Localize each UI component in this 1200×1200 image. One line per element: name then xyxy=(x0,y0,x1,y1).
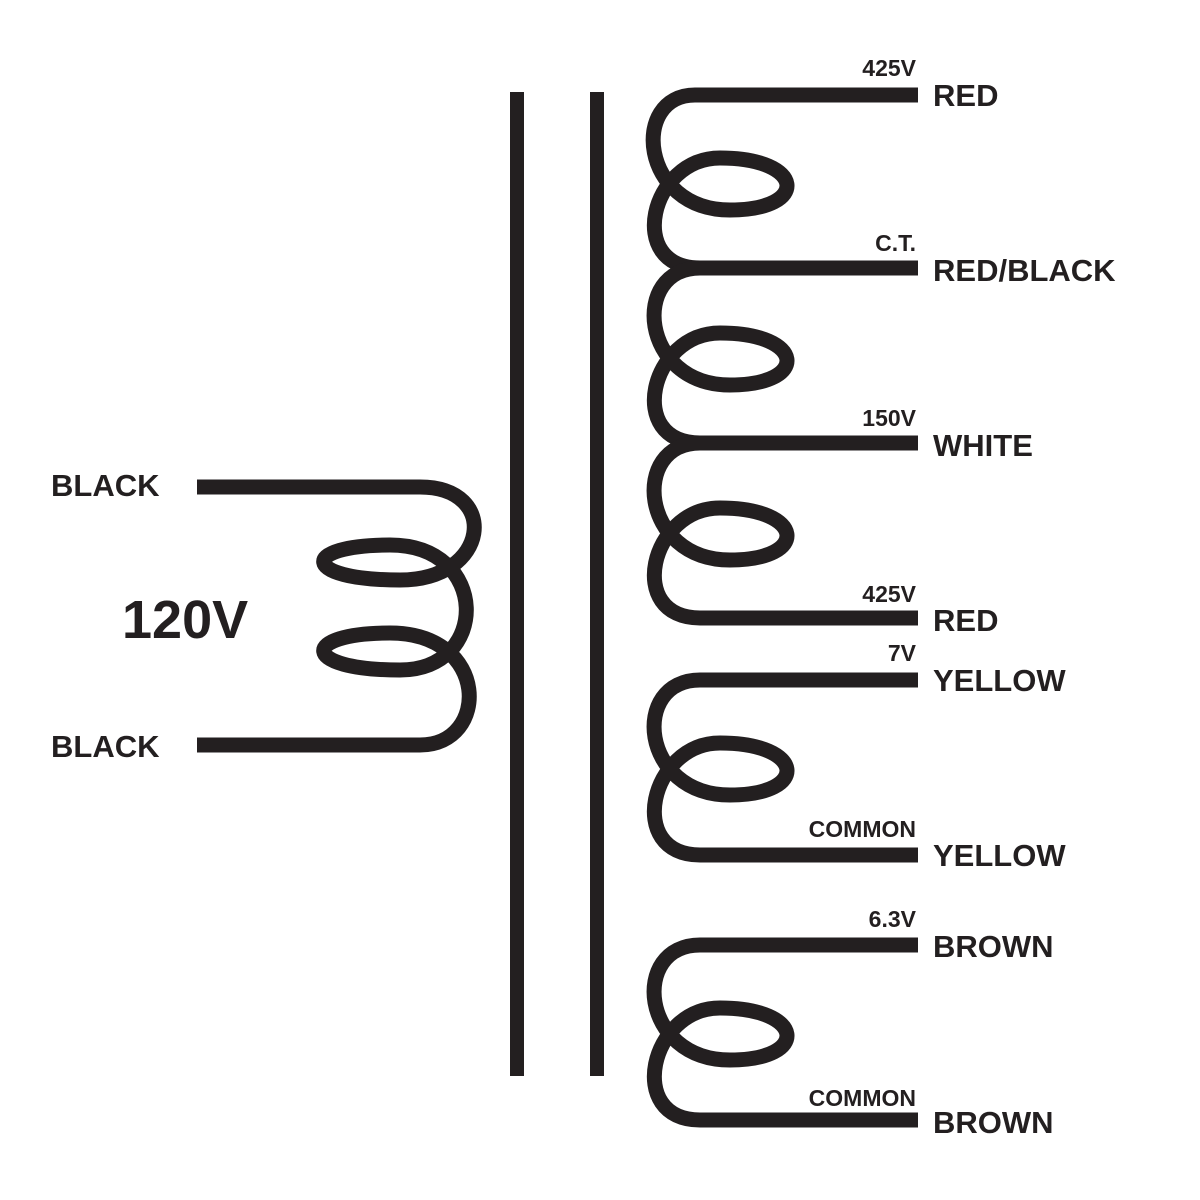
high-voltage-secondary-winding xyxy=(645,87,918,276)
wire-color-label: BROWN xyxy=(933,1105,1054,1140)
wire-color-label: RED xyxy=(933,78,998,113)
heater-7v-winding xyxy=(646,672,918,863)
wire-color-label: RED xyxy=(933,603,998,638)
tap-value-label: 7V xyxy=(888,640,917,666)
tap-value-label: COMMON xyxy=(809,1085,916,1111)
wire-color-label: WHITE xyxy=(933,428,1033,463)
tap-value-label: 425V xyxy=(862,55,916,81)
core-bar-left xyxy=(510,92,524,1076)
primary-lead-bottom-label: BLACK xyxy=(51,729,160,764)
wire-color-label: BROWN xyxy=(933,929,1054,964)
primary-lead-top-label: BLACK xyxy=(51,468,160,503)
tap-value-label: 425V xyxy=(862,581,916,607)
high-voltage-secondary-winding-mid xyxy=(646,260,918,451)
wire-color-label: YELLOW xyxy=(933,663,1066,698)
core-bar-right xyxy=(590,92,604,1076)
high-voltage-secondary-winding-low xyxy=(646,435,918,626)
primary-voltage-label: 120V xyxy=(122,590,248,650)
primary-winding xyxy=(197,479,482,753)
tap-value-label: 150V xyxy=(862,405,916,431)
wire-color-label: RED/BLACK xyxy=(933,253,1116,288)
wire-color-label: YELLOW xyxy=(933,838,1066,873)
tap-value-label: C.T. xyxy=(875,230,916,256)
tap-value-label: COMMON xyxy=(809,816,916,842)
heater-6v3-winding xyxy=(646,937,918,1128)
tap-value-label: 6.3V xyxy=(869,906,917,932)
